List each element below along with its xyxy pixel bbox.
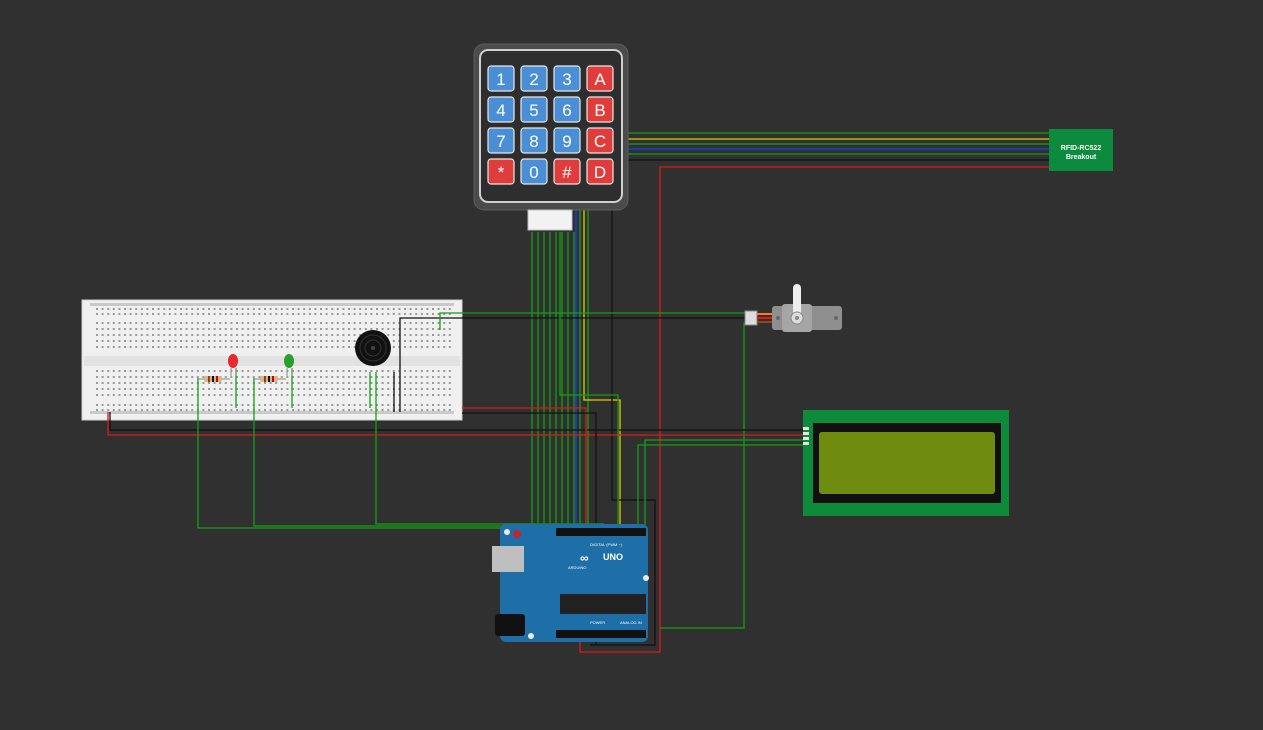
keypad-key[interactable]: A — [586, 65, 614, 92]
microcontroller-chip — [560, 594, 646, 614]
analog-label: ANALOG IN — [620, 620, 642, 625]
keypad-key[interactable]: B — [586, 96, 614, 123]
arduino-model: UNO — [603, 552, 623, 562]
keypad-key-label: 2 — [529, 70, 538, 89]
keypad-key-label: 6 — [562, 101, 571, 120]
keypad-key-label: 7 — [496, 132, 505, 151]
keypad-key-label: D — [594, 163, 606, 182]
keypad-key-label: 4 — [496, 101, 505, 120]
arduino-logo: ∞ — [580, 551, 589, 565]
rfid-label-line2: Breakout — [1066, 154, 1097, 161]
keypad-key[interactable]: 8 — [520, 127, 548, 154]
lcd-pins — [803, 427, 809, 445]
keypad-key-label: 3 — [562, 70, 571, 89]
servo-motor[interactable] — [744, 284, 842, 332]
resistor-2[interactable] — [254, 376, 286, 382]
keypad-key[interactable]: 5 — [520, 96, 548, 123]
keypad-key[interactable]: 6 — [553, 96, 581, 123]
keypad-key[interactable]: 0 — [520, 158, 548, 185]
arduino-brand: ARDUINO — [568, 565, 586, 570]
green-led[interactable] — [284, 354, 294, 376]
digital-label: DIGITAL (PWM ~) — [590, 542, 623, 547]
keypad-key[interactable]: 4 — [487, 96, 515, 123]
digital-header — [556, 528, 646, 536]
keypad-connector — [527, 209, 573, 231]
usb-port — [492, 546, 524, 572]
resistor-1[interactable] — [198, 376, 230, 382]
keypad-4x4[interactable]: 1 2 3 A 4 5 6 B 7 8 9 C * 0 # D — [473, 43, 629, 231]
keypad-key-label: B — [594, 101, 605, 120]
keypad-key-label: 0 — [529, 163, 538, 182]
power-jack — [495, 614, 525, 636]
keypad-key-label: 8 — [529, 132, 538, 151]
keypad-key-label: C — [594, 132, 606, 151]
keypad-key-label: A — [594, 70, 606, 89]
analog-header — [556, 630, 646, 638]
lcd-display[interactable] — [803, 410, 1009, 516]
keypad-key-label: * — [498, 163, 505, 182]
keypad-key[interactable]: D — [586, 158, 614, 185]
keypad-key[interactable]: 3 — [553, 65, 581, 92]
keypad-key[interactable]: # — [553, 158, 581, 185]
rfid-label-line1: RFID-RC522 — [1061, 145, 1102, 152]
keypad-key[interactable]: C — [586, 127, 614, 154]
red-led[interactable] — [228, 354, 238, 376]
breadboard-holes — [96, 308, 451, 411]
rfid-module[interactable]: RFID-RC522 Breakout — [1049, 129, 1113, 171]
reset-button[interactable] — [513, 530, 521, 538]
breadboard[interactable] — [81, 299, 463, 421]
keypad-key-label: 5 — [529, 101, 538, 120]
keypad-key-label: 9 — [562, 132, 571, 151]
power-label: POWER — [590, 620, 605, 625]
keypad-key[interactable]: 7 — [487, 127, 515, 154]
keypad-key[interactable]: * — [487, 158, 515, 185]
keypad-key[interactable]: 9 — [553, 127, 581, 154]
arduino-uno[interactable]: ∞ UNO DIGITAL (PWM ~) ARDUINO POWER ANAL… — [492, 524, 649, 642]
keypad-key-label: # — [562, 163, 572, 182]
keypad-key[interactable]: 1 — [487, 65, 515, 92]
piezo-buzzer[interactable] — [355, 330, 391, 366]
keypad-key-label: 1 — [496, 70, 505, 89]
keypad-key[interactable]: 2 — [520, 65, 548, 92]
